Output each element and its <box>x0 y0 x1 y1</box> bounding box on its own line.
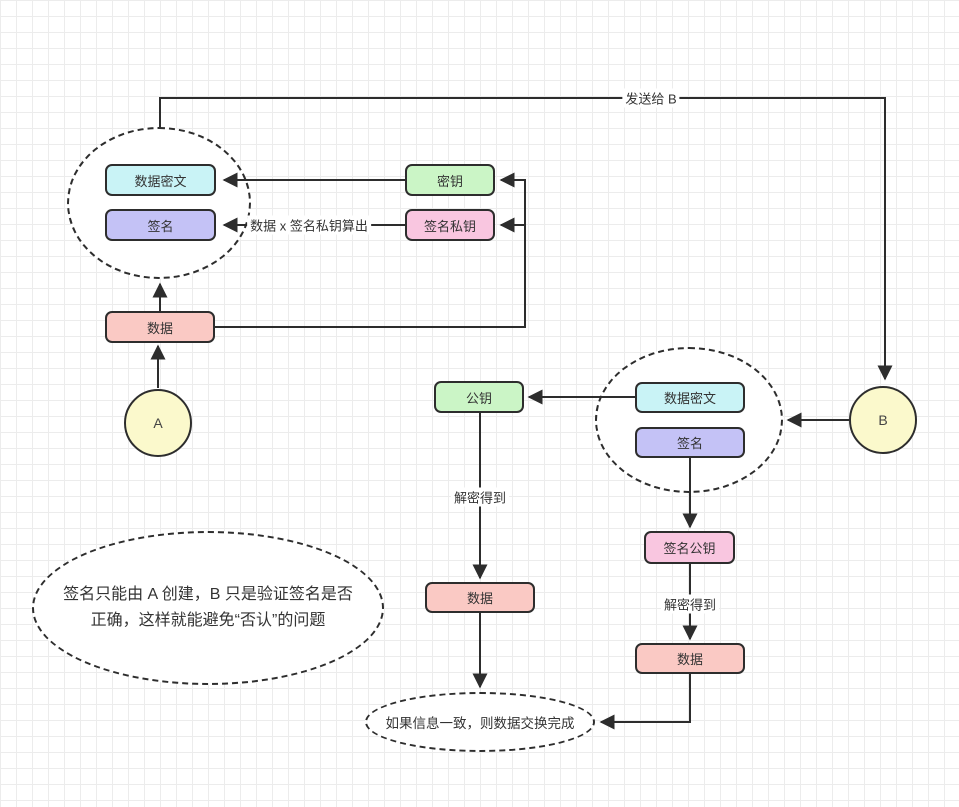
node-signature-receiver-label: 签名 <box>676 436 703 451</box>
edge-label-send-to-b: 发送给 B <box>622 88 680 108</box>
edge-dataright-to-result <box>599 674 691 730</box>
node-data-mid-label: 数据 <box>466 591 493 606</box>
actor-a-label: A <box>153 415 163 431</box>
node-data-source: 数据 <box>105 311 215 343</box>
edge-data-to-key <box>215 172 526 328</box>
node-cipher-receiver: 数据密文 <box>635 382 745 413</box>
node-data-right: 数据 <box>635 643 745 674</box>
node-signature-sender-label: 签名 <box>147 218 174 234</box>
node-signature-sender: 签名 <box>105 209 216 241</box>
edge-label-sign-calc: 数据 x 签名私钥算出 <box>247 215 371 235</box>
node-key-label: 密钥 <box>436 173 463 189</box>
edge-label-decrypt-right: 解密得到 <box>660 594 720 614</box>
note-line1: 签名只能由 A 创建，B 只是验证签名是否 <box>63 586 353 603</box>
note-line2: 正确，这样就能避免“否认”的问题 <box>90 612 326 629</box>
node-sign-public-key-label: 签名公钥 <box>663 541 716 556</box>
node-cipher-receiver-label: 数据密文 <box>663 391 716 406</box>
node-public-key-label: 公钥 <box>465 390 492 406</box>
edge-send-to-b <box>159 97 893 381</box>
actor-b-label: B <box>878 412 888 428</box>
note-text: 签名只能由 A 创建，B 只是验证签名是否 正确，这样就能避免“否认”的问题 <box>38 582 378 634</box>
edge-label-decrypt-left: 解密得到 <box>450 487 510 507</box>
node-signature-receiver: 签名 <box>635 427 745 458</box>
node-data-right-label: 数据 <box>676 652 703 667</box>
node-data-mid: 数据 <box>425 582 535 613</box>
node-sign-public-key: 签名公钥 <box>644 531 735 564</box>
node-key: 密钥 <box>405 164 495 196</box>
node-public-key: 公钥 <box>434 381 524 413</box>
node-cipher-sender: 数据密文 <box>105 164 216 196</box>
result-text: 如果信息一致，则数据交换完成 <box>385 716 575 731</box>
node-sign-private-key: 签名私钥 <box>405 209 495 241</box>
node-sign-private-key-label: 签名私钥 <box>423 218 476 234</box>
node-cipher-sender-label: 数据密文 <box>134 173 187 189</box>
note-ellipse <box>32 531 384 685</box>
result-ellipse <box>365 692 595 752</box>
actor-b: B <box>849 386 917 454</box>
actor-a: A <box>124 389 192 457</box>
node-data-source-label: 数据 <box>146 320 173 336</box>
